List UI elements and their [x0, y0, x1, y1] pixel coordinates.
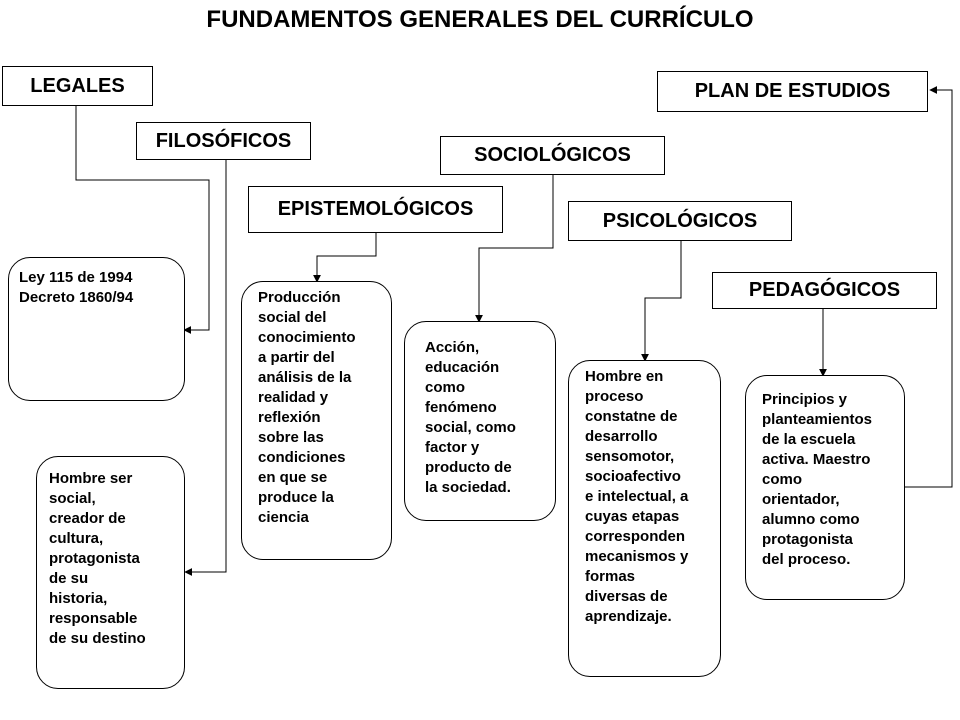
- box-filosoficos-line: de su destino: [49, 630, 146, 647]
- box-filosoficos-line: protagonista: [49, 550, 140, 567]
- box-epistemologicos-line: análisis de la: [258, 369, 352, 386]
- connector-legales: [75, 106, 210, 334]
- header-pedagogicos: PEDAGÓGICOS: [712, 272, 937, 309]
- box-pedagogicos-line: protagonista: [762, 531, 853, 548]
- connector-epistemologicos: [313, 233, 377, 283]
- box-sociologicos-line: social, como: [425, 419, 516, 436]
- box-filosoficos-line: de su: [49, 570, 89, 587]
- header-legales: LEGALES: [2, 66, 153, 106]
- box-psicologicos-line: socioafectivo: [585, 468, 681, 485]
- box-psicologicos-line: corresponden: [585, 528, 686, 545]
- box-sociologicos-line: educación: [425, 359, 500, 376]
- box-pedagogicos-line: planteamientos: [762, 411, 873, 428]
- box-psicologicos-line: mecanismos y: [585, 548, 689, 565]
- box-epistemologicos-line: conocimiento: [258, 329, 356, 346]
- box-pedagogicos-line: como: [762, 471, 803, 488]
- box-filosoficos-line: Hombre ser: [49, 470, 133, 487]
- box-legales-line: Ley 115 de 1994: [19, 269, 133, 286]
- box-pedagogicos-line: activa. Maestro: [762, 451, 871, 468]
- box-epistemologicos-line: condiciones: [258, 449, 346, 466]
- box-sociologicos-line: Acción,: [425, 339, 480, 356]
- box-psicologicos-line: aprendizaje.: [585, 608, 672, 625]
- box-sociologicos-line: fenómeno: [425, 399, 497, 416]
- box-filosoficos-line: responsable: [49, 610, 138, 627]
- box-filosoficos-line: cultura,: [49, 530, 104, 547]
- box-epistemologicos: Producción social del conocimiento a par…: [241, 281, 392, 560]
- header-filosoficos: FILOSÓFICOS: [136, 122, 311, 160]
- box-epistemologicos-line: realidad y: [258, 389, 329, 406]
- box-epistemologicos-line: social del: [258, 309, 327, 326]
- box-epistemologicos-line: a partir del: [258, 349, 335, 366]
- box-psicologicos-line: constatne de: [585, 408, 678, 425]
- box-psicologicos: Hombre en proceso constatne de desarroll…: [568, 360, 721, 677]
- box-legales-line: Decreto 1860/94: [19, 289, 134, 306]
- connector-psicologicos: [641, 241, 682, 362]
- box-pedagogicos-line: de la escuela: [762, 431, 856, 448]
- box-filosoficos-line: creador de: [49, 510, 126, 527]
- header-epistemologicos: EPISTEMOLÓGICOS: [248, 186, 503, 233]
- box-filosoficos-line: historia,: [49, 590, 108, 607]
- box-psicologicos-line: cuyas etapas: [585, 508, 680, 525]
- box-epistemologicos-line: en que se: [258, 469, 328, 486]
- connector-plan: [904, 86, 953, 488]
- box-epistemologicos-line: sobre las: [258, 429, 324, 446]
- box-psicologicos-line: formas: [585, 568, 636, 585]
- box-sociologicos-line: la sociedad.: [425, 479, 511, 496]
- header-sociologicos: SOCIOLÓGICOS: [440, 136, 665, 175]
- box-psicologicos-line: diversas de: [585, 588, 668, 605]
- box-epistemologicos-line: reflexión: [258, 409, 321, 426]
- box-sociologicos-line: factor y: [425, 439, 480, 456]
- box-sociologicos-line: como: [425, 379, 466, 396]
- box-sociologicos-line: producto de: [425, 459, 512, 476]
- box-pedagogicos-line: Principios y: [762, 391, 848, 408]
- diagram-title: FUNDAMENTOS GENERALES DEL CURRÍCULO: [206, 6, 754, 33]
- box-pedagogicos-line: orientador,: [762, 491, 840, 508]
- box-epistemologicos-line: produce la: [258, 489, 334, 506]
- box-psicologicos-line: proceso: [585, 388, 644, 405]
- connector-sociologicos: [475, 175, 554, 323]
- box-epistemologicos-line: Producción: [258, 289, 341, 306]
- box-pedagogicos-line: del proceso.: [762, 551, 851, 568]
- box-psicologicos-line: sensomotor,: [585, 448, 675, 465]
- box-pedagogicos: Principios y planteamientos de la escuel…: [745, 375, 905, 600]
- box-psicologicos-line: Hombre en: [585, 368, 664, 385]
- box-filosoficos: Hombre ser social, creador de cultura, p…: [36, 456, 185, 689]
- connector-filosoficos: [184, 160, 227, 576]
- box-filosoficos-line: social,: [49, 490, 96, 507]
- box-sociologicos: Acción, educación como fenómeno social, …: [404, 321, 556, 521]
- box-pedagogicos-line: alumno como: [762, 511, 860, 528]
- header-plan-de-estudios: PLAN DE ESTUDIOS: [657, 71, 928, 112]
- box-epistemologicos-line: ciencia: [258, 509, 309, 526]
- header-psicologicos: PSICOLÓGICOS: [568, 201, 792, 241]
- box-psicologicos-line: desarrollo: [585, 428, 658, 445]
- box-legales: Ley 115 de 1994 Decreto 1860/94: [8, 257, 185, 401]
- box-psicologicos-line: e intelectual, a: [585, 488, 689, 505]
